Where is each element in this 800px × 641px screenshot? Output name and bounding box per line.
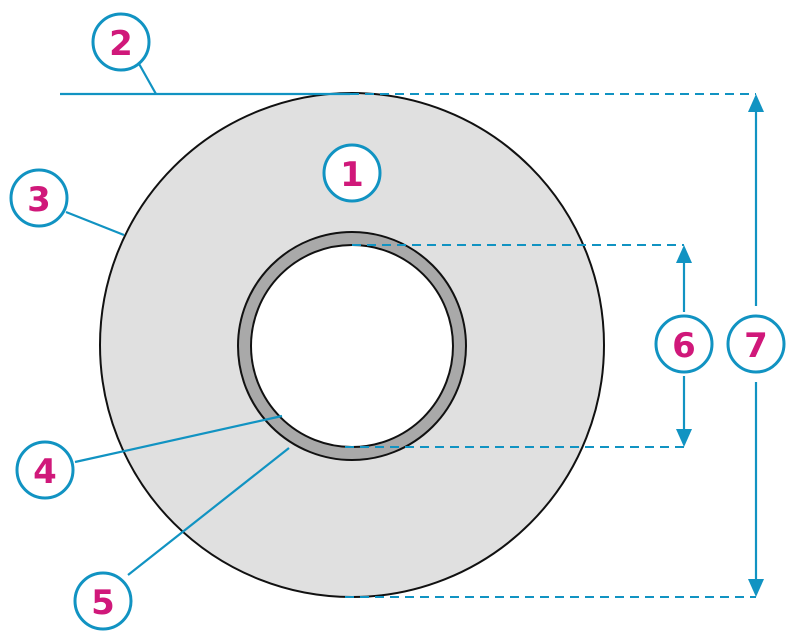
leader-2 — [137, 61, 157, 95]
svg-text:2: 2 — [109, 24, 133, 64]
callout-4: 4 — [15, 440, 75, 500]
svg-text:6: 6 — [672, 326, 696, 366]
svg-text:5: 5 — [91, 583, 115, 623]
dim6-arrow-bottom — [676, 429, 692, 447]
callout-6: 6 — [654, 314, 714, 374]
svg-text:1: 1 — [340, 155, 364, 195]
callout-7: 7 — [726, 314, 786, 374]
callout-3: 3 — [9, 168, 69, 228]
svg-text:4: 4 — [33, 452, 57, 492]
leader-5 — [127, 447, 290, 576]
dim7-arrow-bottom — [748, 579, 764, 597]
callout-2: 2 — [91, 12, 151, 72]
svg-text:7: 7 — [744, 326, 768, 366]
dim7-arrow-top — [748, 94, 764, 112]
callout-5: 5 — [73, 571, 133, 631]
svg-text:3: 3 — [27, 180, 51, 220]
leader-3 — [65, 210, 125, 237]
leader-4 — [74, 414, 283, 464]
callout-1: 1 — [322, 143, 382, 203]
dim6-arrow-top — [676, 245, 692, 263]
